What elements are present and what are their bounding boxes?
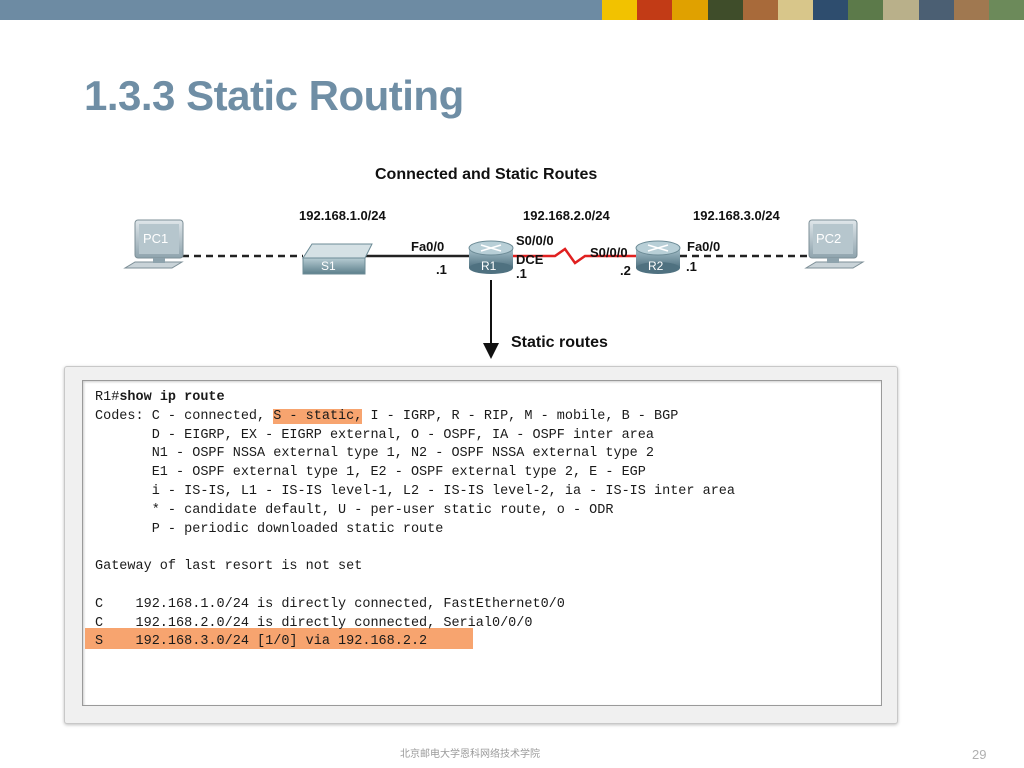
terminal-text: R1#show ip route Codes: C - connected, S… — [95, 389, 735, 652]
pc1-device: PC1 — [123, 219, 184, 269]
route-row-static: S 192.168.3.0/24 [1/0] via 192.168.2.2 — [95, 634, 428, 650]
r1-serial-host-label: .1 — [516, 266, 527, 281]
codes-static-highlight: S - static, — [273, 408, 363, 424]
prompt: R1# — [95, 390, 120, 405]
gateway-line: Gateway of last resort is not set — [95, 559, 363, 575]
static-routes-label: Static routes — [511, 334, 608, 351]
network-label-3: 192.168.3.0/24 — [693, 208, 781, 223]
serial-link-r1-r2 — [513, 247, 636, 265]
diagram-heading: Connected and Static Routes — [375, 166, 597, 183]
codes-line: * - candidate default, U - per-user stat… — [95, 502, 614, 518]
codes-line: i - IS-IS, L1 - IS-IS level-1, L2 - IS-I… — [95, 483, 736, 499]
route-row: C 192.168.1.0/24 is directly connected, … — [95, 596, 565, 612]
codes-rest: I - IGRP, R - RIP, M - mobile, B - BGP — [362, 408, 679, 424]
r2-serial-interface-label: S0/0/0 — [590, 245, 628, 260]
pc1-label: PC1 — [143, 231, 168, 246]
codes-line: D - EIGRP, EX - EIGRP external, O - OSPF… — [95, 427, 654, 443]
pc2-device: PC2 — [804, 219, 865, 269]
codes-prefix: Codes: C - connected, — [95, 408, 274, 424]
codes-line: E1 - OSPF external type 1, E2 - OSPF ext… — [95, 465, 646, 481]
r2-serial-host-label: .2 — [620, 263, 631, 278]
network-topology-diagram: Connected and Static Routes 192.168.1.0/… — [123, 166, 865, 359]
arrow-head — [483, 343, 499, 359]
pc2-label: PC2 — [816, 231, 841, 246]
codes-line: P - periodic downloaded static route — [95, 521, 444, 537]
route-row: C 192.168.2.0/24 is directly connected, … — [95, 615, 533, 631]
network-label-1: 192.168.1.0/24 — [299, 208, 387, 223]
r2-label: R2 — [648, 259, 664, 273]
r1-dce-label: DCE — [516, 252, 544, 267]
terminal-output-panel: R1#show ip route Codes: C - connected, S… — [82, 380, 882, 706]
r1-router-device: R1 — [468, 240, 514, 274]
banner-photo-strip — [602, 0, 1024, 20]
r2-router-device: R2 — [635, 240, 681, 274]
network-label-2: 192.168.2.0/24 — [523, 208, 611, 223]
r2-fa-host-label: .1 — [686, 259, 697, 274]
slide-title: 1.3.3 Static Routing — [84, 72, 464, 119]
r2-fa-interface-label: Fa0/0 — [687, 239, 720, 254]
r1-label: R1 — [481, 259, 497, 273]
r1-fa-interface-label: Fa0/0 — [411, 239, 444, 254]
codes-line: N1 - OSPF NSSA external type 1, N2 - OSP… — [95, 446, 654, 462]
footer-institution: 北京邮电大学恩科网络技术学院 — [400, 749, 540, 760]
static-route-highlight — [85, 628, 473, 649]
r1-serial-interface-label: S0/0/0 — [516, 233, 554, 248]
s1-label: S1 — [321, 259, 336, 273]
r1-fa-host-label: .1 — [436, 262, 447, 277]
s1-switch-device: S1 — [302, 243, 373, 275]
command-text: show ip route — [119, 390, 225, 405]
page-number: 29 — [972, 747, 987, 762]
